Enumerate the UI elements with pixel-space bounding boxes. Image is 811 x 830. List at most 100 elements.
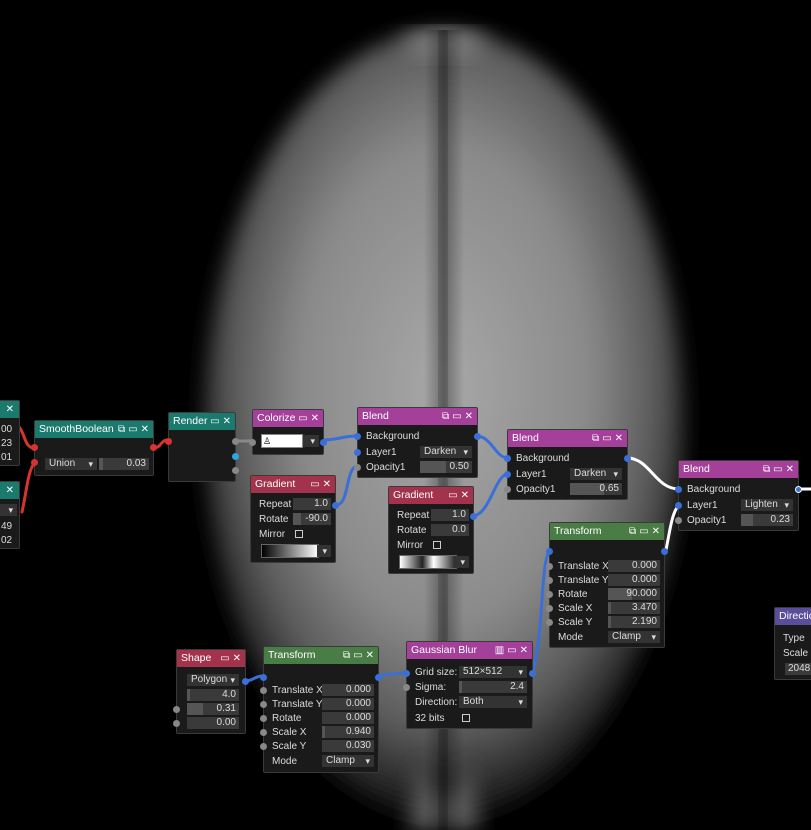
node-direction-partial[interactable]: Directio Type Scale 2048 xyxy=(774,607,811,680)
monitor-icon[interactable]: ▭ xyxy=(310,479,321,490)
close-icon[interactable]: ✕ xyxy=(365,650,375,661)
node-header[interactable]: ✕ xyxy=(0,401,19,418)
node-shape[interactable]: Shape ▭✕ Polygon 4.0 0.31 0.00 xyxy=(173,649,249,734)
output-port[interactable] xyxy=(242,678,249,685)
node-gaussian-blur[interactable]: Gaussian Blur ▥▭✕ Grid size: 512×512 Sig… xyxy=(403,641,536,729)
node-header[interactable]: SmoothBoolean ⧉▭✕ xyxy=(35,421,153,438)
node-render[interactable]: Render ▭✕ xyxy=(165,412,239,482)
input-port[interactable] xyxy=(260,743,267,750)
scale-y-field[interactable]: 0.030 xyxy=(322,740,374,752)
input-port[interactable] xyxy=(260,687,267,694)
sides-field[interactable]: 4.0 xyxy=(187,689,239,701)
scale-x-field[interactable]: 0.940 xyxy=(322,726,374,738)
monitor-icon[interactable]: ▭ xyxy=(353,650,364,661)
output-port[interactable] xyxy=(795,486,802,493)
node-header[interactable]: Gaussian Blur ▥▭✕ xyxy=(407,642,532,659)
input-port[interactable] xyxy=(546,577,553,584)
node-blend-1[interactable]: Blend ⧉▭✕ Background Layer1 Darken Opaci… xyxy=(354,407,481,478)
gradient-dropdown[interactable] xyxy=(317,545,331,557)
output-port[interactable] xyxy=(624,455,631,462)
output-port[interactable] xyxy=(474,433,481,440)
edge-field[interactable]: 0.00 xyxy=(187,717,239,729)
ramp-stop-icon[interactable]: ♙ xyxy=(263,436,272,446)
layers-icon[interactable]: ⧉ xyxy=(343,650,352,661)
partial-node-a[interactable]: ✕ 00 23 01 xyxy=(0,400,20,466)
layers-icon[interactable]: ⧉ xyxy=(763,464,772,475)
smoothness-field[interactable]: 0.03 xyxy=(99,458,149,470)
output-port[interactable] xyxy=(470,513,477,520)
monitor-icon[interactable]: ▭ xyxy=(448,490,459,501)
mode-select[interactable]: Clamp xyxy=(608,631,660,643)
close-icon[interactable]: ✕ xyxy=(232,653,242,664)
input-port[interactable] xyxy=(260,729,267,736)
output-port[interactable] xyxy=(332,502,339,509)
output-port[interactable] xyxy=(661,548,668,555)
blend-mode-select[interactable]: Darken xyxy=(570,468,622,480)
mirror-checkbox[interactable] xyxy=(433,541,441,549)
input-port[interactable] xyxy=(260,701,267,708)
output-port[interactable] xyxy=(150,444,157,451)
gradient-ramp[interactable] xyxy=(261,544,319,558)
blend-mode-select[interactable]: Darken xyxy=(420,446,472,458)
input-port[interactable] xyxy=(546,591,553,598)
node-header[interactable]: Render ▭✕ xyxy=(169,413,235,430)
node-header[interactable]: Directio xyxy=(775,608,811,625)
input-port[interactable] xyxy=(403,684,410,691)
output-port[interactable] xyxy=(320,439,327,446)
node-blend-2[interactable]: Blend ⧉▭✕ Background Layer1 Darken Opaci… xyxy=(504,429,631,500)
opacity-field[interactable]: 0.50 xyxy=(420,461,472,473)
monitor-icon[interactable]: ▭ xyxy=(773,464,784,475)
mode-select[interactable]: Clamp xyxy=(322,755,374,767)
output-port[interactable] xyxy=(375,674,382,681)
node-smooth-boolean[interactable]: SmoothBoolean ⧉▭✕ Union 0.03 xyxy=(31,420,157,476)
input-port[interactable] xyxy=(260,715,267,722)
color-ramp-dropdown[interactable] xyxy=(303,435,319,447)
node-header[interactable]: Transform ⧉▭✕ xyxy=(264,647,378,664)
mirror-checkbox[interactable] xyxy=(295,530,303,538)
layers-icon[interactable]: ⧉ xyxy=(118,424,127,435)
node-transform-2[interactable]: Transform ⧉▭✕ Translate X 0.000 Translat… xyxy=(260,646,382,773)
direction-select[interactable]: Both xyxy=(459,696,527,708)
scale-y-field[interactable]: 2.190 xyxy=(608,616,660,628)
opacity-field[interactable]: 0.23 xyxy=(741,514,793,526)
monitor-icon[interactable]: ▭ xyxy=(452,411,463,422)
monitor-icon[interactable]: ▭ xyxy=(507,645,518,656)
close-icon[interactable]: ✕ xyxy=(140,424,150,435)
rotate-field[interactable]: 0.0 xyxy=(431,524,469,536)
monitor-icon[interactable]: ▭ xyxy=(639,526,650,537)
monitor-icon[interactable]: ▭ xyxy=(602,433,613,444)
node-header[interactable]: Shape ▭✕ xyxy=(177,650,245,667)
node-transform-1[interactable]: Transform ⧉▭✕ Translate X 0.000 Translat… xyxy=(546,522,668,648)
radius-field[interactable]: 0.31 xyxy=(187,703,239,715)
input-port[interactable] xyxy=(403,670,410,677)
close-icon[interactable]: ✕ xyxy=(5,485,15,496)
node-header[interactable]: Blend ⧉▭✕ xyxy=(358,408,477,425)
histogram-icon[interactable]: ▥ xyxy=(494,645,506,656)
input-port-layer[interactable] xyxy=(504,471,511,478)
node-blend-3[interactable]: Blend ⧉▭✕ Background Layer1 Lighten Opac… xyxy=(675,460,802,531)
close-icon[interactable]: ✕ xyxy=(460,490,470,501)
input-port[interactable] xyxy=(260,674,267,681)
monitor-icon[interactable]: ▭ xyxy=(210,416,221,427)
node-colorize[interactable]: Colorize ▭✕ ♙ xyxy=(249,409,327,455)
repeat-field[interactable]: 1.0 xyxy=(293,498,331,510)
input-port[interactable] xyxy=(165,438,172,445)
rotate-field[interactable]: -90.0 xyxy=(293,513,331,525)
output-port-cyan[interactable] xyxy=(232,453,239,460)
sigma-field[interactable]: 2.4 xyxy=(459,681,527,693)
close-icon[interactable]: ✕ xyxy=(651,526,661,537)
translate-y-field[interactable]: 0.000 xyxy=(608,574,660,586)
output-port[interactable] xyxy=(529,670,536,677)
input-port-background[interactable] xyxy=(354,433,361,440)
input-port-layer[interactable] xyxy=(354,449,361,456)
close-icon[interactable]: ✕ xyxy=(519,645,529,656)
monitor-icon[interactable]: ▭ xyxy=(220,653,231,664)
close-icon[interactable]: ✕ xyxy=(785,464,795,475)
rotate-field[interactable]: 90.000 xyxy=(608,588,660,600)
boolean-mode-select[interactable]: Union xyxy=(45,458,97,470)
input-port[interactable] xyxy=(31,444,38,451)
repeat-field[interactable]: 1.0 xyxy=(431,509,469,521)
input-port-opacity[interactable] xyxy=(675,517,682,524)
node-gradient-2[interactable]: Gradient ▭✕ Repeat 1.0 Rotate 0.0 Mirror xyxy=(388,486,477,574)
close-icon[interactable]: ✕ xyxy=(5,404,15,415)
